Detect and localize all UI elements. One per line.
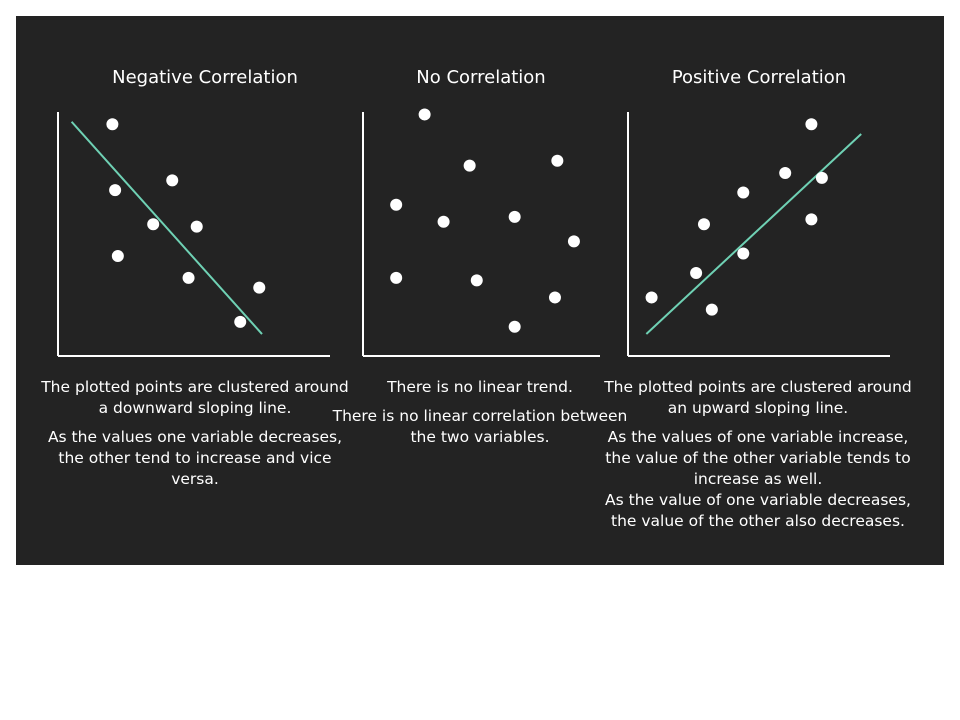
description-positive-line-3: As the value of one variable decreases, … [605,491,911,530]
data-point-negative-4 [147,218,160,231]
chart-title-positive: Positive Correlation [671,67,847,88]
dark-panel [16,16,944,565]
data-point-negative-1 [106,118,119,131]
description-negative-line-1: The plotted points are clustered around … [41,378,349,417]
data-point-negative-6 [111,249,124,262]
data-point-none-5 [437,215,450,228]
description-none: There is no linear trend. There is no li… [320,377,640,456]
data-point-none-4 [390,198,403,211]
data-point-positive-1 [645,291,658,304]
data-point-none-10 [548,291,561,304]
data-point-none-7 [567,235,580,248]
chart-title-negative: Negative Correlation [112,67,298,88]
chart-title-none: No Correlation [416,67,546,88]
description-none-line-1: There is no linear trend. [387,378,573,396]
data-point-positive-5 [697,218,710,231]
data-point-positive-9 [815,171,828,184]
data-point-none-8 [390,271,403,284]
data-point-negative-8 [253,281,266,294]
data-point-positive-6 [737,186,750,199]
data-point-positive-4 [737,247,750,260]
data-point-negative-7 [182,271,195,284]
data-point-none-11 [508,320,521,333]
trend-line-positive [645,133,862,335]
data-point-negative-3 [166,174,179,187]
data-point-none-6 [508,210,521,223]
data-point-none-9 [470,274,483,287]
data-point-none-1 [418,108,431,121]
data-point-positive-7 [779,167,792,179]
trend-line-negative [70,121,263,335]
data-point-positive-2 [705,303,718,316]
description-positive-line-2: As the values of one variable increase, … [605,428,911,488]
data-point-positive-10 [805,118,818,131]
description-negative: The plotted points are clustered around … [35,377,355,498]
data-point-positive-8 [805,213,818,226]
data-point-none-2 [463,159,476,172]
description-none-line-2: There is no linear correlation between t… [332,407,628,446]
data-point-negative-2 [109,184,122,197]
data-point-negative-9 [234,315,247,328]
data-point-negative-5 [190,220,203,233]
description-positive-line-1: The plotted points are clustered around … [604,378,912,417]
description-negative-line-2: As the values one variable decreases, th… [47,428,343,488]
data-point-positive-3 [690,267,703,280]
description-positive: The plotted points are clustered around … [598,377,918,540]
data-point-none-3 [551,154,564,167]
